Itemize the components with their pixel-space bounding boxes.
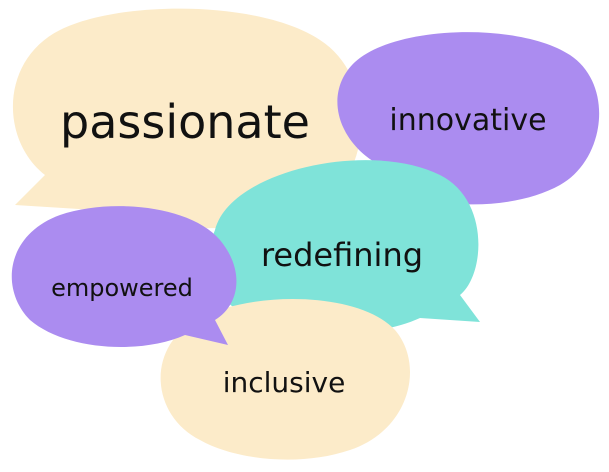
bubble-redefining-label: redefining bbox=[261, 236, 423, 274]
bubble-innovative-shape bbox=[337, 32, 600, 205]
bubble-empowered: empowered bbox=[11, 206, 237, 347]
bubble-empowered-label: empowered bbox=[51, 274, 193, 302]
bubble-passionate: passionate bbox=[12, 8, 362, 229]
bubble-empowered-shape bbox=[11, 206, 237, 347]
bubble-passionate-shape bbox=[12, 8, 362, 229]
bubble-inclusive-label: inclusive bbox=[223, 366, 346, 399]
bubble-redefining-shape bbox=[208, 160, 480, 334]
bubble-passionate-label: passionate bbox=[60, 95, 310, 149]
bubble-redefining: redefining bbox=[208, 160, 480, 334]
bubble-innovative-label: innovative bbox=[389, 103, 546, 138]
bubble-innovative: innovative bbox=[337, 32, 600, 205]
